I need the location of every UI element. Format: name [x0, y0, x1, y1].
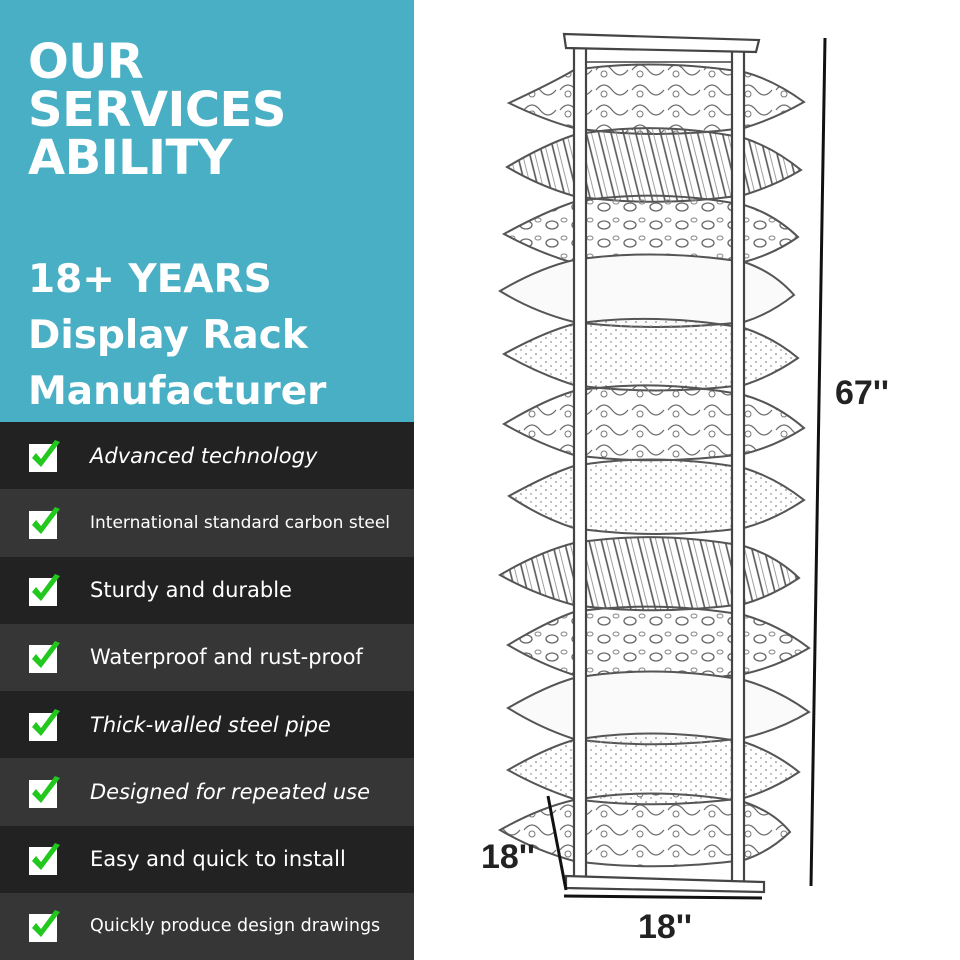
- feature-label: Designed for repeated use: [90, 779, 370, 804]
- pillow-stack: [497, 63, 811, 868]
- heading-line-3: ABILITY: [28, 130, 233, 186]
- feature-label: Waterproof and rust-proof: [90, 645, 363, 670]
- checkmark-icon: [29, 843, 60, 876]
- feature-label: Thick-walled steel pipe: [90, 712, 331, 737]
- feature-item: Thick-walled steel pipe: [0, 691, 414, 759]
- subheading-line-1: 18+ YEARS: [28, 257, 272, 302]
- checkmark-icon: [29, 775, 60, 808]
- manufacturer-subheading: 18+ YEARS Display Rack Manufacturer: [28, 252, 326, 420]
- checkmark-icon: [29, 506, 60, 539]
- pillow: [502, 384, 806, 462]
- pillow-rack-drawing: [497, 32, 827, 900]
- feature-item: Designed for repeated use: [0, 758, 414, 826]
- pillow: [497, 536, 801, 612]
- feature-item: Sturdy and durable: [0, 556, 414, 624]
- heading-line-1: OUR: [28, 34, 144, 90]
- heading-line-2: SERVICES: [28, 82, 286, 138]
- feature-label: Quickly produce design drawings: [90, 916, 381, 937]
- checkmark-icon: [29, 708, 60, 741]
- depth-dimension-line: [546, 795, 568, 891]
- pillow: [498, 253, 796, 328]
- depth-dimension-label: 18'': [481, 838, 535, 876]
- feature-item: Quickly produce design drawings: [0, 892, 414, 960]
- product-illustration-panel: 67'' 18'' 18'': [414, 0, 960, 960]
- pillow: [507, 458, 806, 535]
- headline-block: OUR SERVICES ABILITY 18+ YEARS Display R…: [0, 0, 414, 422]
- feature-item: Waterproof and rust-proof: [0, 623, 414, 691]
- feature-item: Advanced technology: [0, 422, 414, 490]
- services-panel: OUR SERVICES ABILITY 18+ YEARS Display R…: [0, 0, 414, 960]
- subheading-line-3: Manufacturer: [28, 369, 327, 414]
- services-heading: OUR SERVICES ABILITY: [28, 38, 286, 182]
- feature-label: International standard carbon steel: [90, 512, 390, 533]
- feature-item: Easy and quick to install: [0, 825, 414, 893]
- checkmark-icon: [29, 439, 60, 472]
- pillow: [506, 605, 811, 682]
- pillow: [505, 127, 803, 203]
- feature-list: Advanced technology International standa…: [0, 422, 414, 960]
- height-dimension-label: 67'': [835, 374, 889, 412]
- width-dimension-line: [563, 894, 763, 900]
- feature-item: International standard carbon steel: [0, 489, 414, 557]
- rack-frame: [562, 32, 766, 894]
- width-dimension-label: 18'': [638, 908, 692, 946]
- subheading-line-2: Display Rack: [28, 313, 308, 358]
- feature-label: Easy and quick to install: [90, 847, 346, 872]
- height-dimension-line: [809, 37, 827, 887]
- feature-label: Advanced technology: [90, 443, 318, 468]
- feature-label: Sturdy and durable: [90, 578, 292, 603]
- checkmark-icon: [29, 641, 60, 674]
- checkmark-icon: [29, 574, 60, 607]
- pillow: [497, 792, 792, 868]
- pillow: [506, 63, 806, 135]
- checkmark-icon: [29, 910, 60, 943]
- pillow: [501, 317, 800, 392]
